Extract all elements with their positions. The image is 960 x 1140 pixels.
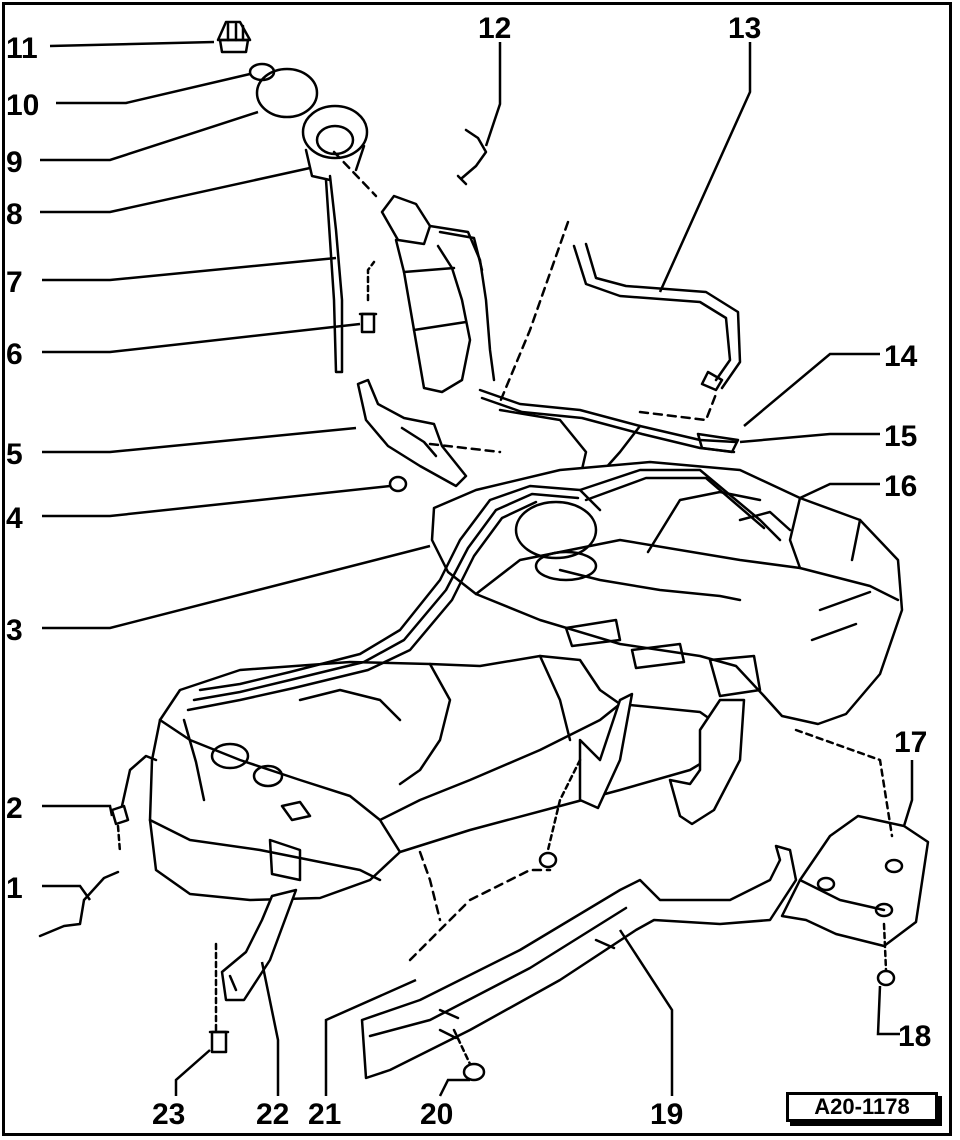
fuel-tank-body (148, 460, 904, 902)
filler-pipe-assembly (332, 150, 496, 394)
callout-20: 20 (420, 1098, 453, 1131)
leader-lines (40, 40, 914, 1097)
callout-13: 13 (728, 12, 761, 45)
part-17-heat-shield (780, 728, 930, 972)
callout-22: 22 (256, 1098, 289, 1131)
callout-6: 6 (6, 338, 23, 371)
vent-lines (478, 388, 740, 480)
part-22-bracket (214, 888, 298, 1032)
callout-12: 12 (478, 12, 511, 45)
callout-9: 9 (6, 146, 23, 179)
part-13-hose (498, 220, 742, 404)
rear-hanger-straps (538, 692, 746, 869)
part-9-seal-disc (255, 67, 319, 119)
callout-11: 11 (6, 32, 38, 65)
callout-8: 8 (6, 198, 23, 231)
part-3-fuel-lines (182, 468, 782, 802)
part-18-nut (876, 969, 896, 987)
callout-2: 2 (6, 792, 23, 825)
callout-15: 15 (884, 420, 917, 453)
part-7-rod (324, 174, 344, 374)
callout-4: 4 (6, 502, 23, 535)
callout-19: 19 (650, 1098, 683, 1131)
callout-21: 21 (308, 1098, 341, 1131)
callout-labels: 11 10 9 8 7 6 5 4 3 2 1 12 13 14 15 16 1… (6, 12, 931, 1131)
part-2-connector (110, 754, 158, 854)
callout-17: 17 (894, 726, 927, 759)
part-20-nut (452, 1028, 486, 1082)
callout-3: 3 (6, 614, 23, 647)
part-6-bolt (358, 260, 378, 334)
reference-code: A20-1178 (786, 1092, 938, 1122)
callout-1: 1 (6, 872, 23, 905)
part-5-bracket (356, 378, 502, 488)
callout-10: 10 (6, 89, 39, 122)
callout-16: 16 (884, 470, 917, 503)
part-4-nut (388, 475, 408, 493)
part-8-filler-housing (301, 104, 369, 182)
callout-18: 18 (898, 1020, 931, 1053)
callout-14: 14 (884, 340, 918, 373)
callout-5: 5 (6, 438, 23, 471)
part-21-strap-end (408, 850, 552, 962)
callout-7: 7 (6, 266, 23, 299)
part-19-strap (360, 844, 798, 1080)
part-23-bolt (208, 1030, 230, 1054)
part-1-wire (38, 870, 120, 938)
part-12-sensor (456, 128, 488, 186)
callout-23: 23 (152, 1098, 185, 1131)
part-11-cap (216, 20, 252, 54)
